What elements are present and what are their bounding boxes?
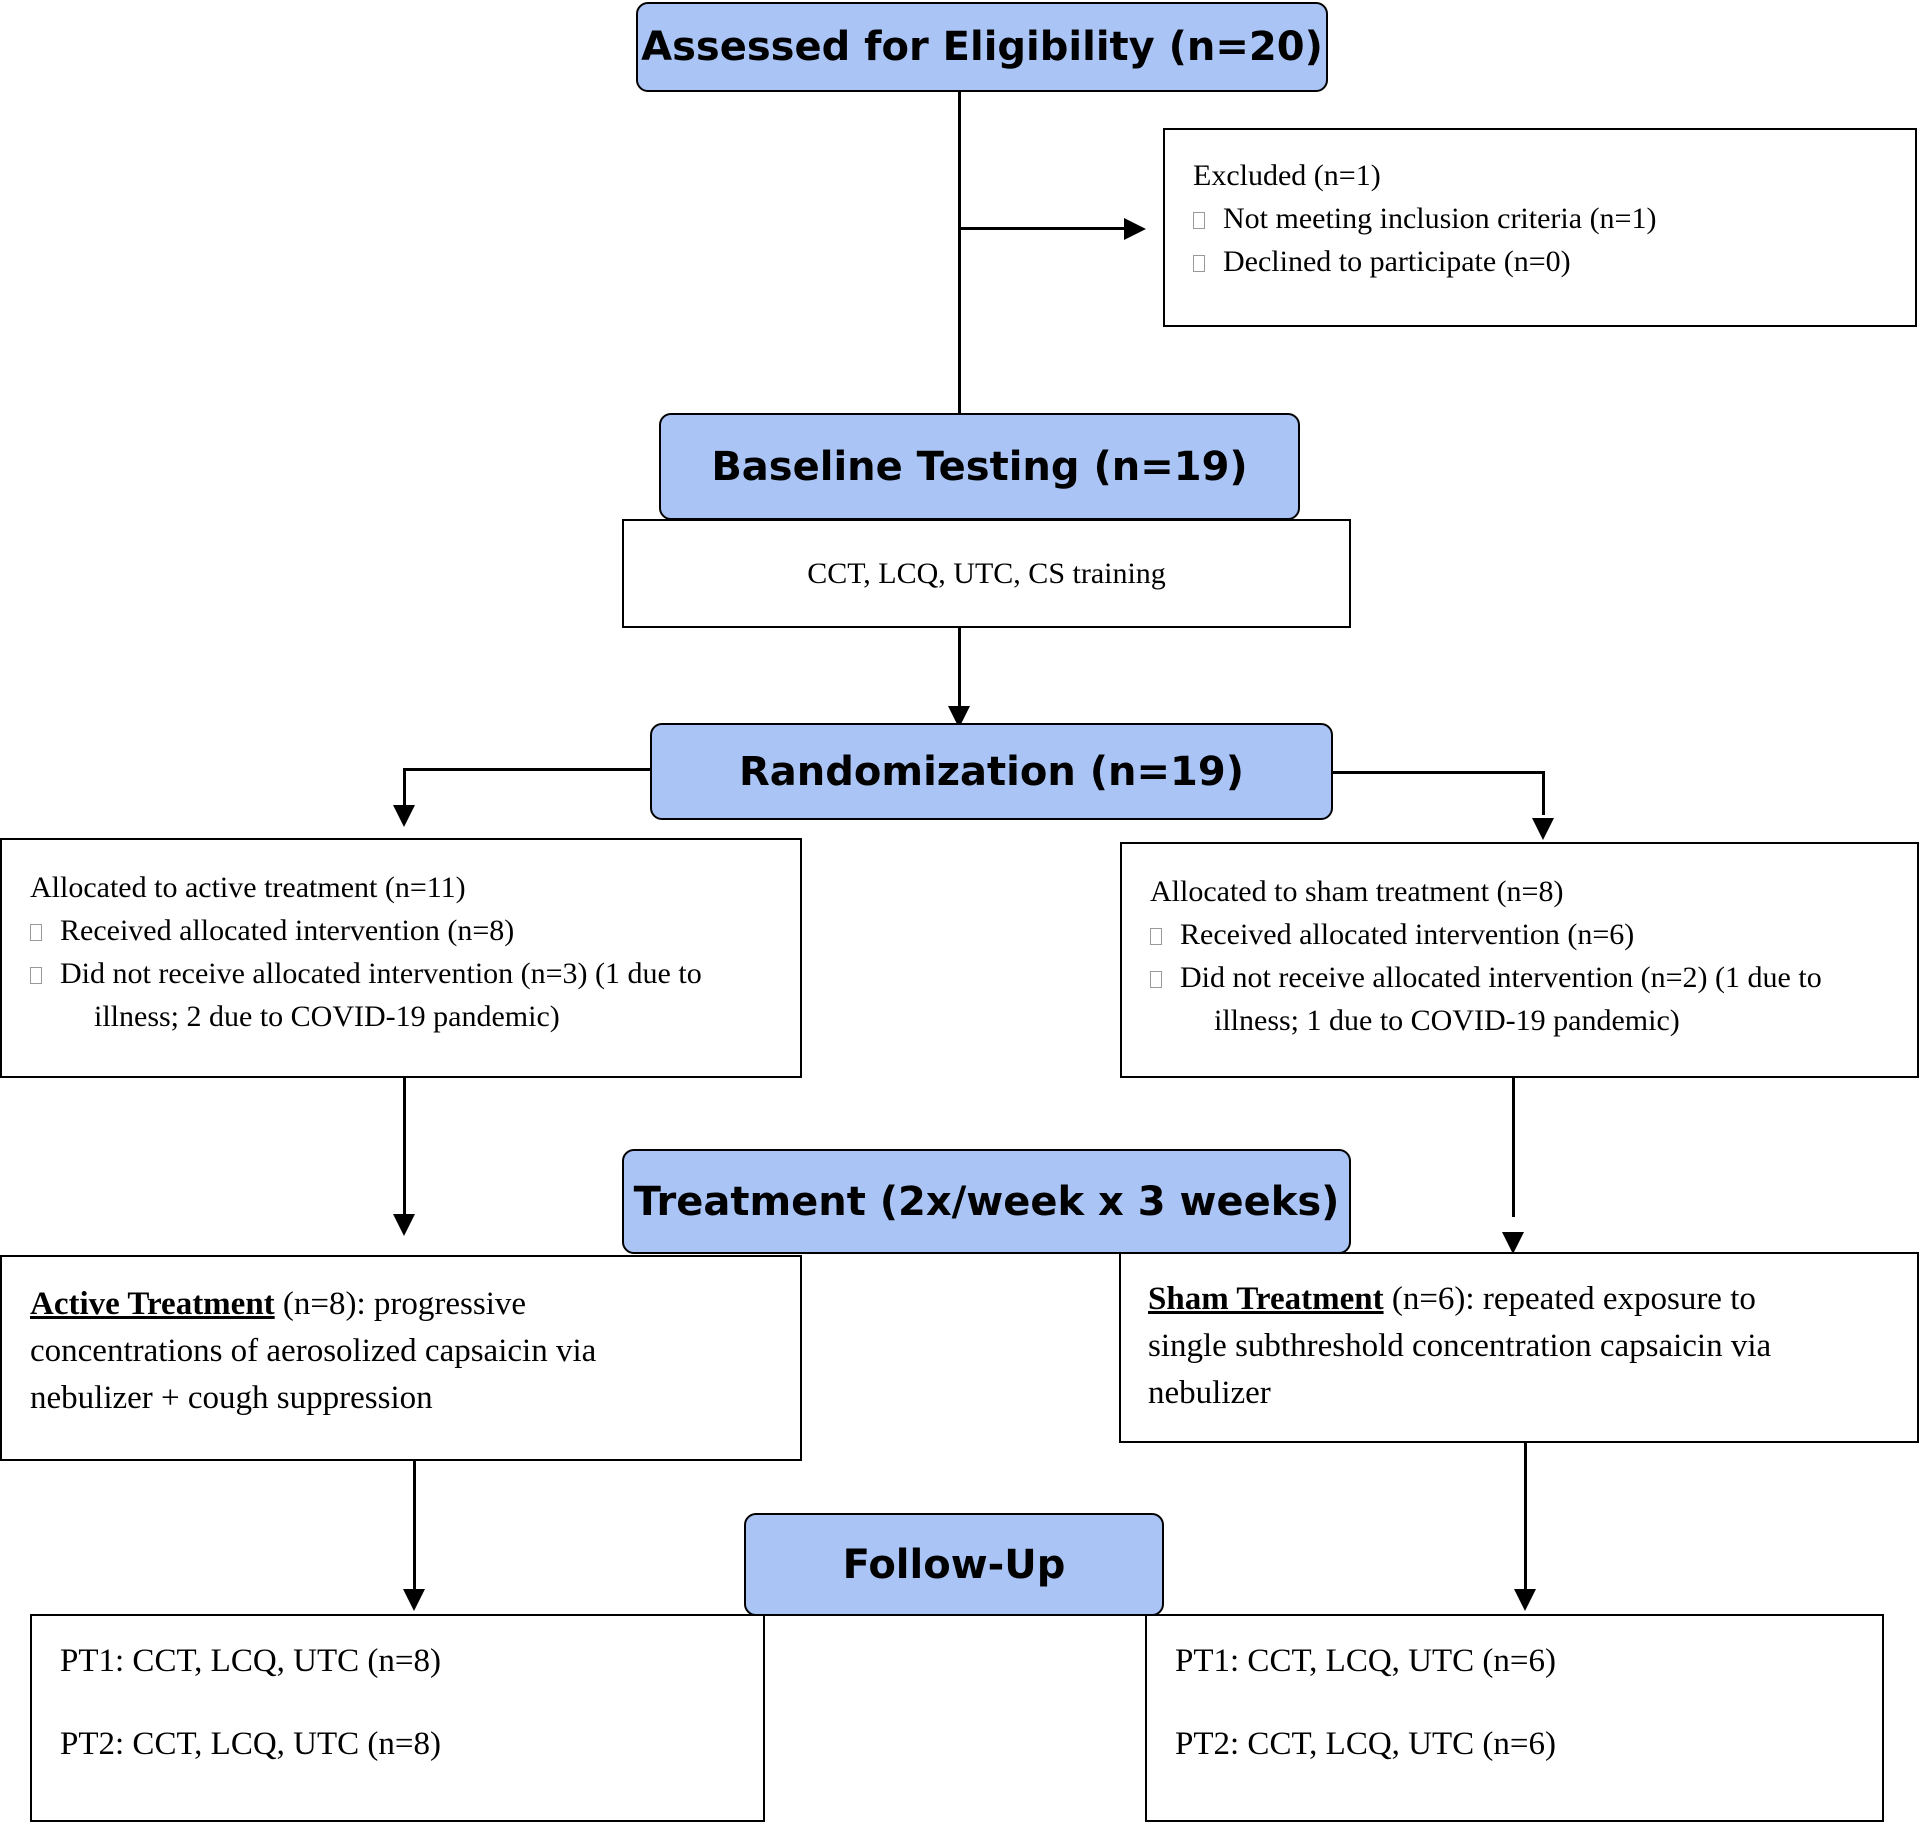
- connector-to-excluded: [958, 227, 1127, 230]
- connector-rand-left-down: [403, 768, 406, 810]
- active-treatment-line: Active Treatment (n=8): progressive: [30, 1286, 527, 1322]
- arrowhead-active-followup: [403, 1589, 425, 1611]
- active-allocation-item: Did not receive allocated intervention (…: [30, 952, 800, 995]
- sham-treatment-line: Sham Treatment (n=6): repeated exposure …: [1148, 1281, 1756, 1317]
- arrowhead-randomization: [948, 706, 970, 728]
- baseline-text: CCT, LCQ, UTC, CS training: [807, 557, 1166, 590]
- connector-active-treatment-followup: [413, 1460, 416, 1600]
- active-treatment-heading: Active Treatment: [30, 1286, 275, 1322]
- connector-rand-right-down: [1542, 771, 1545, 815]
- sham-allocation-item-cont: illness; 1 due to COVID-19 pandemic): [1214, 1004, 1680, 1037]
- sham-followup-pt2: PT2: CCT, LCQ, UTC (n=6): [1175, 1726, 1556, 1762]
- sham-treatment-heading: Sham Treatment: [1148, 1281, 1384, 1317]
- active-allocation-box: Allocated to active treatment (n=11) Rec…: [0, 838, 802, 1078]
- sham-allocation-item: Did not receive allocated intervention (…: [1150, 956, 1917, 999]
- arrowhead-sham-followup: [1514, 1589, 1536, 1611]
- sham-followup-box: PT1: CCT, LCQ, UTC (n=6) PT2: CCT, LCQ, …: [1145, 1614, 1884, 1822]
- excluded-item: Not meeting inclusion criteria (n=1): [1193, 197, 1915, 240]
- bullet-icon: [1193, 255, 1205, 272]
- active-treatment-line: concentrations of aerosolized capsaicin …: [30, 1333, 597, 1369]
- active-treatment-line: nebulizer + cough suppression: [30, 1380, 433, 1416]
- active-followup-pt2: PT2: CCT, LCQ, UTC (n=8): [60, 1726, 441, 1762]
- connector-rand-left: [403, 768, 651, 771]
- active-allocation-item-cont: illness; 2 due to COVID-19 pandemic): [94, 1000, 560, 1033]
- connector-baseline-randomization: [958, 627, 961, 722]
- sham-allocation-box: Allocated to sham treatment (n=8) Receiv…: [1120, 842, 1919, 1078]
- connector-sham-treatment-followup: [1524, 1442, 1527, 1592]
- bullet-icon: [30, 967, 42, 984]
- excluded-box: Excluded (n=1) Not meeting inclusion cri…: [1163, 128, 1917, 327]
- stage-eligibility: Assessed for Eligibility (n=20): [636, 2, 1328, 92]
- arrowhead-sham-treatment: [1502, 1232, 1524, 1254]
- active-allocation-item: Received allocated intervention (n=8): [30, 909, 800, 952]
- connector-sham-alloc-treatment: [1512, 1077, 1515, 1217]
- arrowhead-excluded: [1124, 218, 1146, 240]
- stage-followup: Follow-Up: [744, 1513, 1164, 1616]
- bullet-icon: [1150, 971, 1162, 988]
- active-allocation-title: Allocated to active treatment (n=11): [30, 871, 466, 904]
- sham-followup-pt1: PT1: CCT, LCQ, UTC (n=6): [1175, 1643, 1556, 1679]
- connector-eligibility-baseline: [958, 92, 961, 414]
- active-followup-box: PT1: CCT, LCQ, UTC (n=8) PT2: CCT, LCQ, …: [30, 1614, 765, 1822]
- sham-treatment-line: nebulizer: [1148, 1375, 1271, 1411]
- stage-treatment: Treatment (2x/week x 3 weeks): [622, 1149, 1351, 1254]
- stage-baseline: Baseline Testing (n=19): [659, 413, 1300, 520]
- excluded-item: Declined to participate (n=0): [1193, 240, 1915, 283]
- arrowhead-sham-allocation: [1532, 818, 1554, 840]
- connector-active-alloc-treatment: [403, 1077, 406, 1217]
- excluded-title: Excluded (n=1): [1193, 159, 1381, 192]
- bullet-icon: [1150, 928, 1162, 945]
- sham-allocation-title: Allocated to sham treatment (n=8): [1150, 875, 1564, 908]
- bullet-icon: [1193, 212, 1205, 229]
- active-treatment-box: Active Treatment (n=8): progressive conc…: [0, 1255, 802, 1461]
- stage-randomization: Randomization (n=19): [650, 723, 1333, 820]
- bullet-icon: [30, 924, 42, 941]
- sham-allocation-item: Received allocated intervention (n=6): [1150, 913, 1917, 956]
- active-followup-pt1: PT1: CCT, LCQ, UTC (n=8): [60, 1643, 441, 1679]
- connector-rand-right: [1332, 771, 1545, 774]
- arrowhead-active-allocation: [393, 805, 415, 827]
- arrowhead-active-treatment: [393, 1214, 415, 1236]
- sham-treatment-box: Sham Treatment (n=6): repeated exposure …: [1119, 1252, 1919, 1443]
- baseline-box: CCT, LCQ, UTC, CS training: [622, 519, 1351, 628]
- sham-treatment-line: single subthreshold concentration capsai…: [1148, 1328, 1772, 1364]
